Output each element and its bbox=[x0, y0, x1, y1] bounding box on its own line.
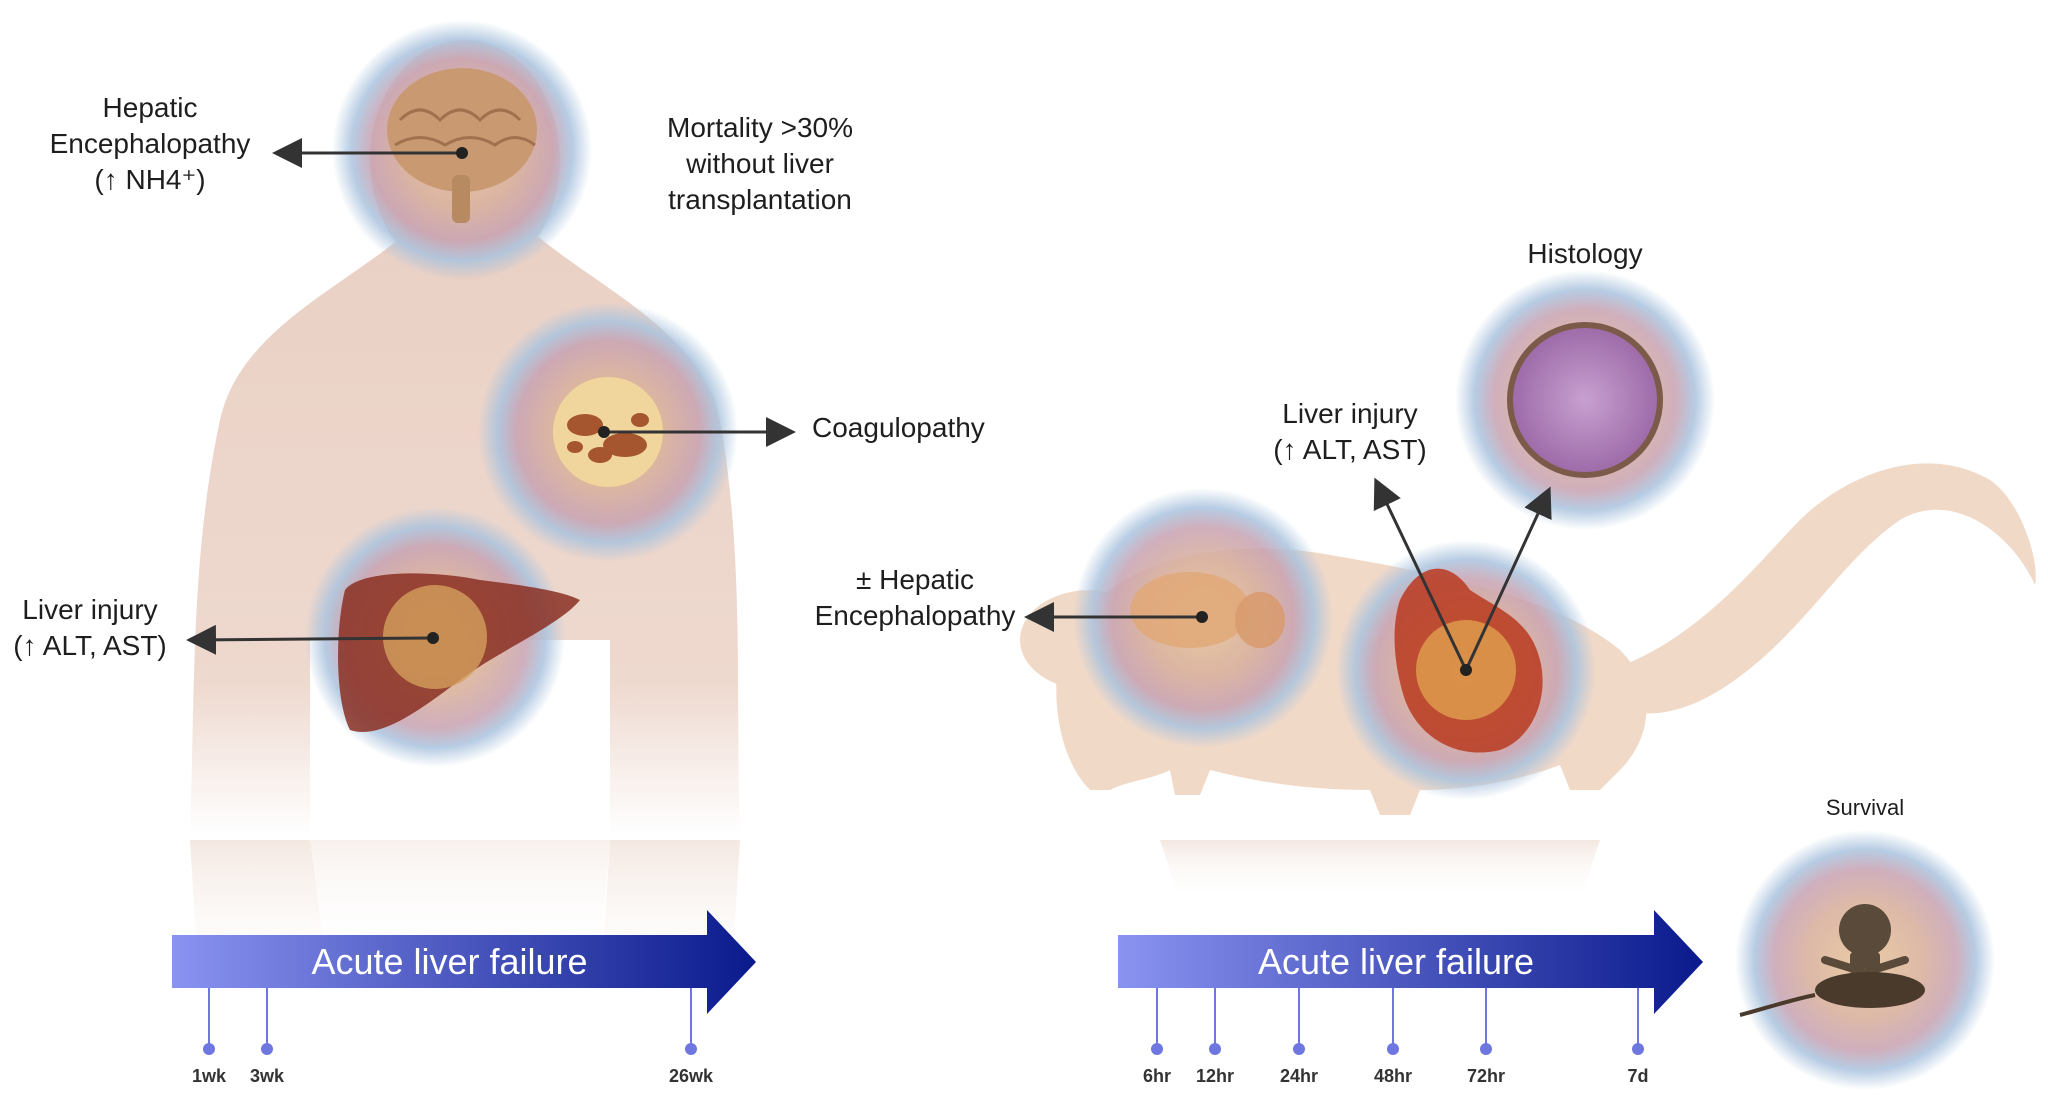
mouse-tick-label: 12hr bbox=[1195, 1066, 1235, 1086]
human-liver-line2: (↑ ALT, AST) bbox=[13, 630, 167, 661]
human-he-line3: (↑ NH4⁺) bbox=[94, 164, 206, 195]
mouse-tick-label: 48hr bbox=[1373, 1066, 1413, 1086]
human-ticks bbox=[208, 988, 692, 1048]
mouse-he-line2: Encephalopathy bbox=[814, 600, 1016, 631]
histology-label: Histology bbox=[1527, 238, 1643, 269]
human-he-line1: Hepatic bbox=[102, 92, 198, 123]
human-he-line2: Encephalopathy bbox=[49, 128, 251, 159]
human-tick-label: 1wk bbox=[191, 1066, 227, 1086]
mouse-timeline-arrow bbox=[1118, 910, 1703, 1014]
mortality-line2: without liver bbox=[686, 148, 834, 179]
human-timeline-arrow bbox=[172, 910, 756, 1014]
mouse-tick-label: 7d bbox=[1627, 1066, 1649, 1086]
mouse-liver-line2: (↑ ALT, AST) bbox=[1273, 434, 1427, 465]
histology-arrow bbox=[1464, 486, 1552, 671]
human-he-label: Hepatic Encephalopathy (↑ NH4⁺) bbox=[40, 90, 260, 198]
mouse-tick-label: 24hr bbox=[1279, 1066, 1319, 1086]
mouse-liver-arrow bbox=[1373, 477, 1468, 671]
mouse-tick-label: 72hr bbox=[1466, 1066, 1506, 1086]
human-liver-line1: Liver injury bbox=[22, 594, 158, 625]
human-tick-label: 26wk bbox=[668, 1066, 714, 1086]
human-liver-label: Liver injury (↑ ALT, AST) bbox=[0, 592, 180, 664]
human-liver-arrow bbox=[186, 624, 434, 655]
survival-label: Survival bbox=[1825, 795, 1905, 820]
mouse-tick-label: 6hr bbox=[1142, 1066, 1171, 1086]
survival-halo bbox=[1735, 830, 1995, 1090]
mouse-liver-label: Liver injury (↑ ALT, AST) bbox=[1250, 396, 1450, 468]
mouse-timeline-label: Acute liver failure bbox=[1257, 941, 1535, 982]
mouse-he-label: ± Hepatic Encephalopathy bbox=[805, 562, 1025, 634]
human-timeline-label: Acute liver failure bbox=[311, 941, 588, 982]
mortality-line3: transplantation bbox=[668, 184, 852, 215]
coagulopathy-label: Coagulopathy bbox=[812, 412, 985, 443]
mortality-label: Mortality >30% without liver transplanta… bbox=[650, 110, 870, 218]
mouse-liver-line1: Liver injury bbox=[1282, 398, 1418, 429]
mouse-he-line1: ± Hepatic bbox=[855, 564, 975, 595]
histology-halo bbox=[1455, 270, 1715, 530]
mortality-line1: Mortality >30% bbox=[667, 112, 853, 143]
human-tick-label: 3wk bbox=[249, 1066, 285, 1086]
mouse-ticks bbox=[1156, 988, 1639, 1048]
